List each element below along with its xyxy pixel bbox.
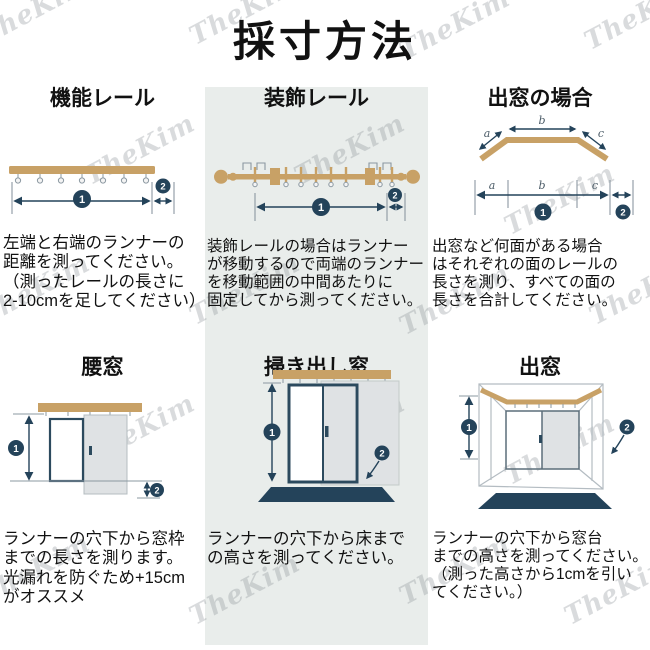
waist-window-diagram: 1 2 — [8, 403, 164, 499]
sliding-pane — [324, 387, 355, 480]
svg-text:2: 2 — [379, 449, 384, 460]
svg-text:1: 1 — [79, 194, 85, 206]
badge-2: 2 — [619, 419, 635, 435]
svg-text:2: 2 — [154, 486, 159, 496]
decorative-rail-diagram: 1 2 — [214, 162, 420, 221]
panel-heading-decorative-rail: 装飾レール — [264, 87, 369, 110]
functional-rail-diagram: 1 2 — [9, 166, 175, 214]
panel-heading-functional-rail: 機能レール — [50, 87, 155, 110]
page-title: 採寸方法 — [232, 18, 417, 65]
svg-text:b: b — [538, 179, 545, 192]
wall-brackets — [242, 162, 392, 170]
panel-description-decorative-rail: 装飾レールの場合はランナー が移動するので両端のランナー を移動範囲の中間あたり… — [207, 238, 425, 310]
svg-text:2: 2 — [620, 208, 625, 219]
svg-text:a: a — [489, 179, 496, 192]
badge-2: 2 — [388, 188, 402, 202]
svg-text:1: 1 — [540, 207, 546, 219]
badge-1: 1 — [73, 190, 91, 208]
window-handle — [539, 435, 542, 443]
panel-heading-bay-window-rail: 出窓の場合 — [487, 87, 593, 110]
runners — [514, 404, 576, 408]
panel-description-floor-window: ランナーの穴下から床まで の高さを測ってください。 — [207, 530, 405, 568]
panel-heading-waist-window: 腰窓 — [81, 356, 124, 379]
panel-description-functional-rail: 左端と右端のランナーの 距離を測ってください。 （測ったレールの長さに 2-10… — [3, 234, 206, 310]
door-handle — [325, 426, 329, 437]
svg-text:1: 1 — [466, 423, 472, 434]
svg-text:b: b — [538, 114, 545, 127]
panel-description-bay-window: ランナーの穴下から窓台 までの高さを測ってください。 （測った高さから1cmを引… — [432, 530, 648, 602]
badge-1: 1 — [263, 423, 281, 441]
svg-text:c: c — [592, 179, 598, 192]
svg-text:2: 2 — [160, 182, 165, 193]
segment-arrows: a b c — [478, 114, 607, 150]
badge-2: 2 — [155, 178, 171, 194]
rod-runners — [252, 167, 395, 188]
window-seat-mat — [478, 493, 612, 509]
badge-1: 1 — [8, 440, 24, 456]
bay-window-diagram: 1 2 — [459, 383, 635, 509]
bay-rail — [479, 387, 603, 405]
svg-text:1: 1 — [318, 202, 324, 214]
curtain-rail — [38, 403, 142, 412]
svg-text:1: 1 — [13, 444, 19, 455]
back-sliding-pane — [542, 411, 579, 469]
panel-description-bay-window-rail: 出窓など何面がある場合 はそれぞれの面のレールの 長さを測り、すべての面の 長さ… — [432, 238, 619, 310]
svg-text:a: a — [484, 127, 491, 140]
panel-description-waist-window: ランナーの穴下から窓枠 までの長さを測ります。 光漏れを防ぐため+15cm がオ… — [3, 530, 185, 606]
bay-rail — [479, 137, 609, 162]
window-pane — [48, 417, 85, 483]
runners — [14, 174, 150, 184]
curtain-rail — [9, 166, 155, 174]
svg-text:2: 2 — [624, 423, 629, 434]
window-handle — [89, 446, 92, 455]
svg-text:1: 1 — [269, 427, 275, 439]
floor-pointer-arrow — [366, 460, 380, 480]
badge-1: 1 — [312, 198, 330, 216]
curtain-rail — [273, 370, 391, 379]
badge-2: 2 — [615, 204, 631, 220]
floor-window-diagram: 1 2 — [258, 370, 400, 502]
badge-2: 2 — [374, 445, 390, 461]
svg-text:2: 2 — [392, 191, 397, 201]
badge-1: 1 — [534, 203, 552, 221]
badge-1: 1 — [461, 419, 477, 435]
svg-text:c: c — [598, 127, 604, 140]
bay-window-rail-diagram: a b c a b c 1 2 — [474, 114, 634, 221]
sill-pointer-arrow — [611, 434, 625, 455]
badge-2: 2 — [150, 483, 164, 497]
floor-mat — [258, 487, 395, 502]
panel-heading-bay-window: 出窓 — [519, 356, 561, 379]
